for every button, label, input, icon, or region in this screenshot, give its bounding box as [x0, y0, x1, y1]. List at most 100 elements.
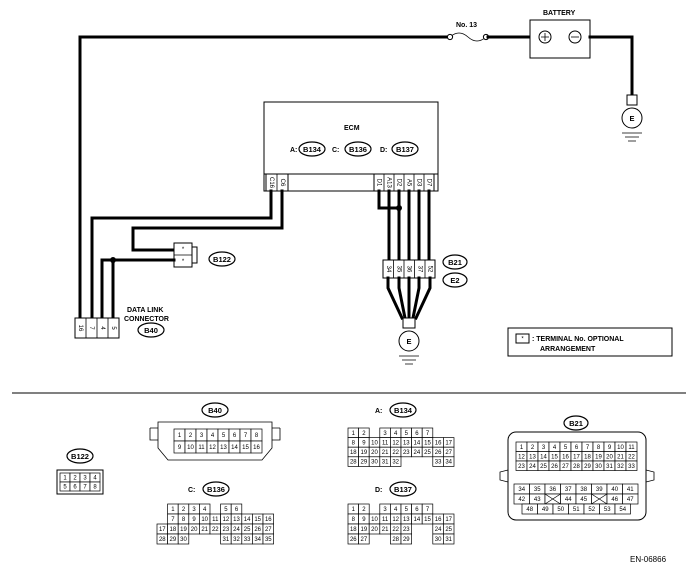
svg-text:B134: B134: [394, 406, 413, 415]
pin-cell: [250, 440, 263, 454]
pin-label: 30: [371, 460, 378, 466]
svg-text:B40: B40: [208, 406, 222, 415]
pin-label: 20: [371, 527, 378, 533]
pin-label: 35: [534, 487, 541, 493]
pin-label: 7: [244, 433, 248, 439]
battery-ground: E: [621, 94, 643, 142]
pin-cell: [358, 533, 370, 545]
svg-text:16: 16: [77, 325, 83, 332]
pin-label: 27: [445, 450, 452, 456]
pin-label: 14: [244, 517, 251, 523]
pin-label: 7: [426, 507, 430, 513]
pin-label: 28: [392, 537, 399, 543]
b122-connector: * * B122: [173, 242, 236, 268]
pin-label: 54: [619, 507, 626, 513]
diagram-code: EN-06866: [630, 555, 667, 564]
pin-cell: [443, 533, 455, 545]
pin-label: 1: [352, 431, 356, 437]
pin-cell: [443, 456, 455, 467]
pin-label: 30: [435, 537, 442, 543]
pin-label: 45: [580, 497, 587, 503]
pin-label: 27: [562, 464, 569, 470]
pin-label: 16: [562, 454, 569, 460]
pin-label: 41: [627, 487, 634, 493]
data-link-connector: 16 7 4 5 DATA LINK CONNECTOR B40: [74, 307, 169, 339]
pin-label: 5: [405, 507, 409, 513]
svg-text:*: *: [521, 337, 524, 343]
pin-label: 18: [350, 450, 357, 456]
pin-cell: [625, 460, 638, 471]
pin-label: 33: [244, 537, 251, 543]
pin-label: 19: [361, 527, 368, 533]
pin-label: 22: [212, 527, 219, 533]
pin-label: 29: [361, 460, 368, 466]
pin-label: 3: [383, 507, 387, 513]
svg-text:B122: B122: [71, 452, 89, 461]
pin-label: 26: [350, 537, 357, 543]
pin-label: 11: [628, 445, 635, 451]
svg-text:C:: C:: [188, 487, 195, 494]
pin-label: 6: [233, 433, 237, 439]
pin-label: 39: [596, 487, 603, 493]
pin-label: 2: [189, 433, 193, 439]
pin-label: 34: [445, 460, 452, 466]
pin-label: 20: [371, 450, 378, 456]
pin-label: 28: [159, 537, 166, 543]
ecm-pin-a13: A13: [385, 177, 391, 188]
e2-label: E2: [450, 276, 459, 285]
svg-text:A:: A:: [375, 408, 382, 415]
pin-label: 13: [403, 517, 410, 523]
pin-label: 11: [212, 517, 219, 523]
ecm-connector-c: C: B136: [332, 141, 372, 157]
pin-label: 51: [573, 507, 580, 513]
pin-label: 4: [93, 476, 97, 482]
pin-label: 7: [426, 431, 430, 437]
ecm-pin-d2: D2: [395, 179, 401, 187]
pin-label: 3: [83, 476, 87, 482]
pin-label: 7: [171, 517, 175, 523]
pin-label: 33: [435, 460, 442, 466]
pin-cell: [614, 503, 631, 515]
fuse-label: No. 13: [456, 22, 477, 29]
ecm-pin-a5: A5: [405, 179, 411, 187]
pin-label: 17: [573, 454, 580, 460]
pin-label: 29: [170, 537, 177, 543]
pin-label: 4: [553, 445, 557, 451]
pin-label: 20: [606, 454, 613, 460]
pin-label: 9: [362, 517, 366, 523]
pin-label: 25: [424, 450, 431, 456]
svg-text:35: 35: [395, 266, 401, 273]
pin-label: 2: [73, 476, 77, 482]
pin-label: 14: [414, 517, 421, 523]
pin-label: 15: [424, 440, 431, 446]
pin-label: 12: [518, 454, 525, 460]
pin-label: 5: [222, 433, 226, 439]
pin-label: 22: [392, 527, 399, 533]
pin-label: 12: [392, 440, 399, 446]
pin-label: 32: [392, 460, 399, 466]
pin-label: 17: [445, 517, 452, 523]
pin-label: 13: [529, 454, 536, 460]
b122-label: B122: [213, 255, 231, 264]
pin-label: 21: [382, 450, 389, 456]
svg-text:36: 36: [405, 266, 411, 273]
pin-label: 40: [611, 487, 618, 493]
pin-label: 35: [265, 537, 272, 543]
pin-label: 33: [628, 464, 635, 470]
svg-text:B136: B136: [207, 485, 225, 494]
pin-label: 6: [73, 485, 77, 491]
pin-label: 4: [394, 431, 398, 437]
pin-label: 7: [83, 485, 87, 491]
pin-label: 15: [254, 517, 261, 523]
pin-label: 7: [586, 445, 590, 451]
pin-label: 34: [254, 537, 261, 543]
pin-label: 21: [617, 454, 624, 460]
svg-text:7: 7: [88, 326, 94, 330]
pin-label: 16: [435, 440, 442, 446]
pin-label: 16: [253, 445, 260, 451]
pin-label: 44: [565, 497, 572, 503]
